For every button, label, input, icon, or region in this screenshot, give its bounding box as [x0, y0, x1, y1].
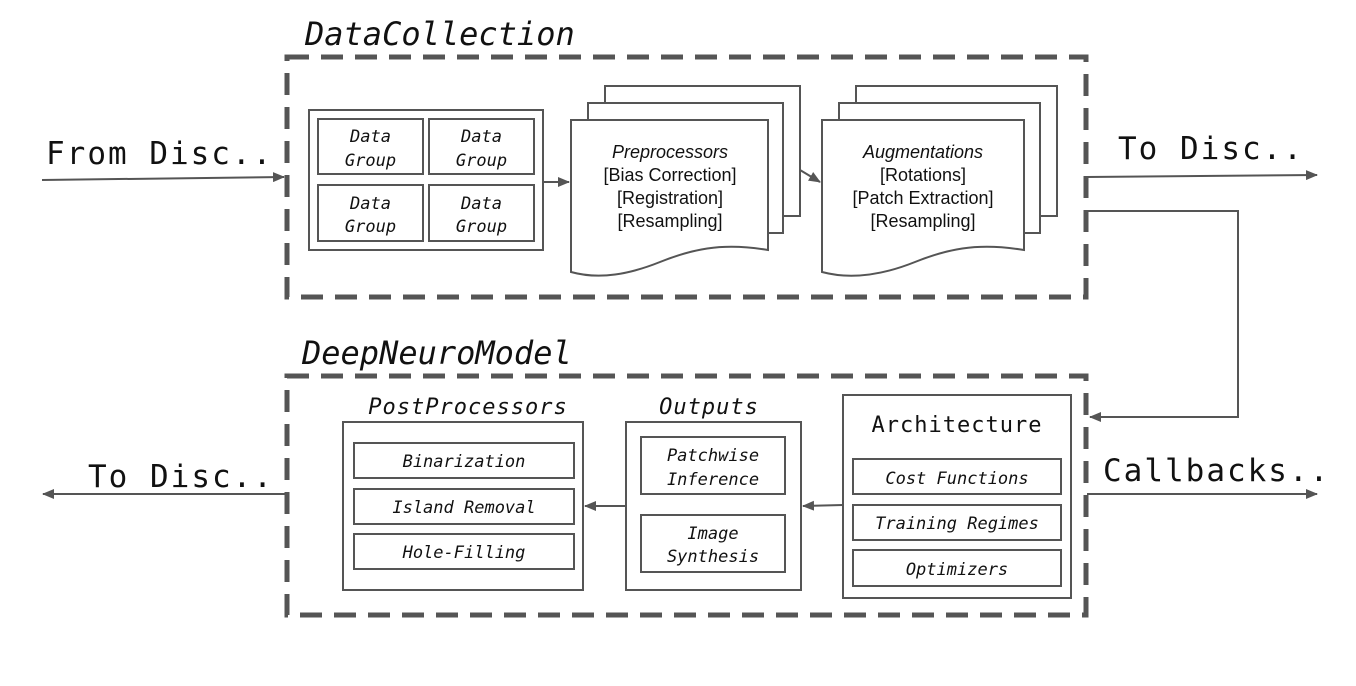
data-group-box	[428, 184, 535, 242]
data-collection-section: DataCollection Data Group Data Group Dat…	[41, 15, 1318, 422]
augmentation-item: [Rotations]	[880, 165, 966, 185]
data-group-3: Data Group	[317, 184, 424, 242]
postprocessors-group: PostProcessors Binarization Island Remov…	[342, 395, 584, 591]
output-item-line: Synthesis	[667, 547, 759, 567]
from-disc-label: From Disc..	[46, 136, 273, 172]
output-item-line: Image	[687, 524, 738, 544]
augmentations-document-stack: Augmentations [Rotations] [Patch Extract…	[821, 85, 1058, 277]
data-collection-title: DataCollection	[304, 15, 575, 53]
output-item-line: Inference	[667, 470, 759, 490]
deep-neuro-model-title: DeepNeuroModel	[301, 334, 572, 372]
data-group-line: Data	[460, 127, 502, 147]
arrow-architecture-to-outputs	[802, 500, 844, 511]
output-item-line: Patchwise	[667, 446, 759, 466]
arrow-preprocessors-to-augmentations	[799, 169, 821, 183]
architecture-group: Architecture Cost Functions Training Reg…	[842, 394, 1072, 599]
postprocessor-box	[353, 488, 575, 525]
to-disc-label-bottom: To Disc..	[88, 459, 274, 495]
architecture-box	[852, 549, 1062, 587]
outputs-title: Outputs	[659, 395, 759, 420]
deep-neuro-model-section: DeepNeuroModel PostProcessors Binarizati…	[42, 334, 1330, 618]
postprocessor-item: Binarization	[403, 452, 526, 472]
postprocessor-item: Island Removal	[392, 498, 535, 518]
augmentation-item: [Resampling]	[870, 211, 975, 231]
deep-neuro-model-boundary	[284, 373, 1089, 618]
data-group-2: Data Group	[428, 118, 535, 175]
postprocessor-box	[353, 533, 575, 570]
postprocessor-box	[353, 442, 575, 479]
to-disc-label-top: To Disc..	[1118, 131, 1304, 167]
data-group-line: Group	[345, 151, 396, 171]
outputs-group: Outputs Patchwise Inference Image Synthe…	[625, 395, 802, 591]
preprocessor-item: [Resampling]	[617, 211, 722, 231]
data-group-line: Data	[349, 194, 391, 214]
architecture-title: Architecture	[872, 413, 1043, 438]
arrow-collection-to-model	[1087, 210, 1239, 422]
preprocessors-title: Preprocessors	[612, 142, 728, 162]
data-group-box	[428, 118, 535, 175]
data-group-box	[317, 118, 424, 175]
data-group-line: Group	[456, 151, 507, 171]
arrow-from-disc	[41, 172, 285, 183]
data-group-line: Data	[460, 194, 502, 214]
arrow-to-disc-top	[1086, 170, 1318, 181]
postprocessors-title: PostProcessors	[368, 395, 567, 420]
architecture-item: Training Regimes	[875, 514, 1039, 534]
data-group-4: Data Group	[428, 184, 535, 242]
data-group-line: Group	[456, 217, 507, 237]
architecture-box	[852, 504, 1062, 541]
augmentations-title: Augmentations	[862, 142, 983, 162]
document-sheet-front	[821, 119, 1025, 277]
callbacks-label: Callbacks..	[1103, 453, 1330, 489]
architecture-item: Cost Functions	[885, 469, 1028, 489]
architecture-item: Optimizers	[906, 560, 1008, 580]
data-collection-boundary	[284, 54, 1089, 300]
architecture-box	[852, 458, 1062, 495]
preprocessors-document-stack: Preprocessors [Bias Correction] [Registr…	[570, 85, 801, 277]
output-box	[640, 514, 786, 573]
data-group-box	[317, 184, 424, 242]
output-box	[640, 436, 786, 495]
data-group-line: Data	[349, 127, 391, 147]
data-group-line: Group	[345, 217, 396, 237]
augmentation-item: [Patch Extraction]	[852, 188, 993, 208]
data-group-1: Data Group	[317, 118, 424, 175]
postprocessor-item: Hole-Filling	[402, 543, 526, 563]
document-sheet-front	[570, 119, 769, 277]
preprocessor-item: [Bias Correction]	[603, 165, 736, 185]
preprocessor-item: [Registration]	[617, 188, 723, 208]
